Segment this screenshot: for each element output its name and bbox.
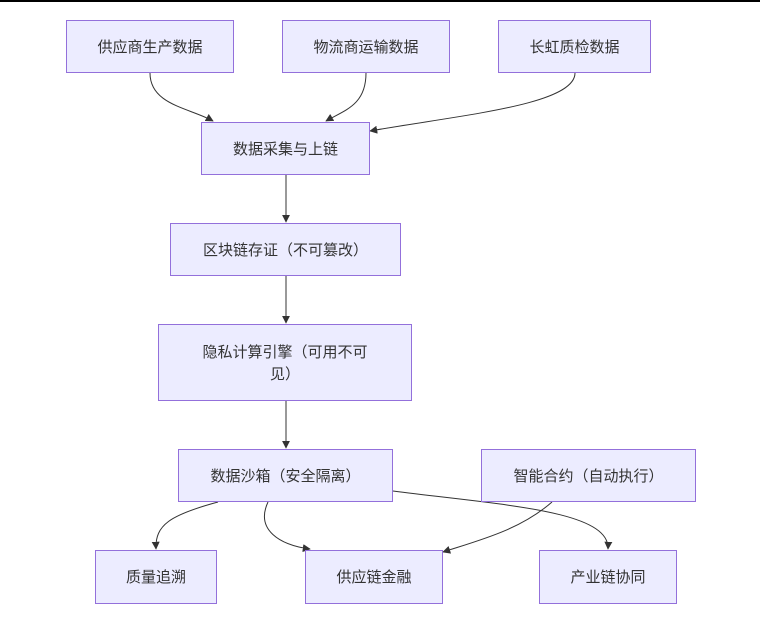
node-data-collection: 数据采集与上链 <box>201 122 370 175</box>
node-logistics-data-label: 物流商运输数据 <box>313 37 419 56</box>
top-border-line <box>0 0 760 2</box>
edge-logistics-collect <box>325 72 367 122</box>
node-supply-finance-label: 供应链金融 <box>336 568 412 586</box>
node-privacy-engine: 隐私计算引擎（可用不可见） <box>158 324 412 401</box>
edge-supplier-collect <box>149 72 214 122</box>
node-supplier-data-label: 供应商生产数据 <box>97 37 203 56</box>
node-supplier-data: 供应商生产数据 <box>66 20 234 73</box>
node-industry-collab: 产业链协同 <box>539 550 677 604</box>
edge-inspection-collect <box>369 72 576 134</box>
node-blockchain-label: 区块链存证（不可篡改） <box>202 240 368 259</box>
node-inspection-data-label: 长虹质检数据 <box>529 37 620 56</box>
node-inspection-data: 长虹质检数据 <box>498 20 651 73</box>
node-quality-trace-label: 质量追溯 <box>125 568 186 586</box>
edge-sandbox-trace <box>151 501 219 550</box>
edge-sandbox-finance <box>263 501 311 553</box>
node-data-sandbox: 数据沙箱（安全隔离） <box>178 449 393 502</box>
node-smart-contract-label: 智能合约（自动执行） <box>513 466 664 485</box>
node-privacy-engine-label: 隐私计算引擎（可用不可见） <box>202 342 368 383</box>
node-quality-trace: 质量追溯 <box>95 550 217 604</box>
node-industry-collab-label: 产业链协同 <box>570 568 646 586</box>
node-data-collection-label: 数据采集与上链 <box>232 139 338 158</box>
node-blockchain: 区块链存证（不可篡改） <box>170 223 401 276</box>
edge-contract-finance <box>442 501 553 554</box>
node-logistics-data: 物流商运输数据 <box>282 20 450 73</box>
node-data-sandbox-label: 数据沙箱（安全隔离） <box>210 466 361 485</box>
node-smart-contract: 智能合约（自动执行） <box>481 449 696 502</box>
node-supply-finance: 供应链金融 <box>305 550 443 604</box>
